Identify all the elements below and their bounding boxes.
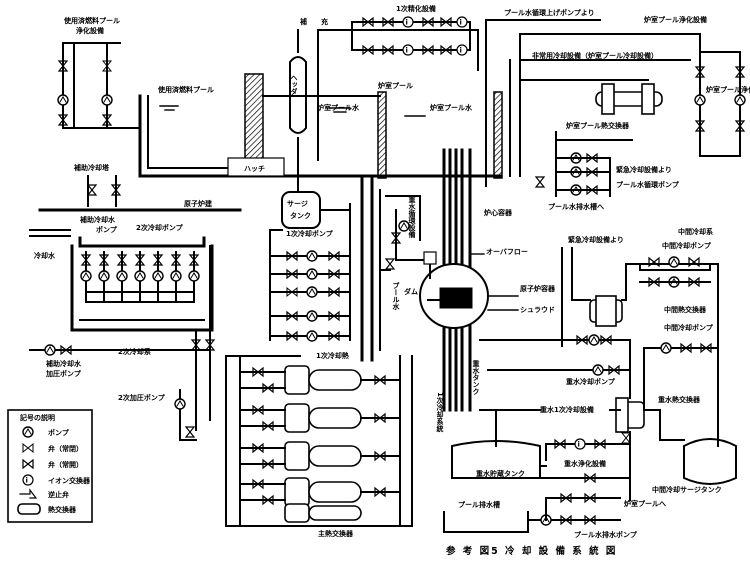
- pool-water-label-right: 炉室プール水: [430, 103, 473, 112]
- pool-water-pump-label: プール水循環上げポンプより: [504, 8, 595, 17]
- spent-fuel-purification-group: 使用済燃料プール 浄化設備: [57, 16, 141, 129]
- pump-label-a: ポンプ: [96, 225, 118, 234]
- secondary-pump-label: 2次冷却ポンプ: [136, 223, 184, 232]
- primary-purification-group: 1次精化設備 プール水循環上げポンプより: [317, 4, 601, 187]
- primary-hx-label: 1次冷却熱: [316, 351, 349, 360]
- hatch-box: [227, 157, 285, 177]
- header-label: ヘッダ: [290, 74, 298, 96]
- legend-item-hx: 熱交換器: [48, 505, 77, 514]
- cooling-water-label: 冷却水: [34, 251, 56, 260]
- heavy-water-hx-label: 重水熱交換器: [658, 395, 701, 404]
- legend: 記号の説明 ポンプ 弁（常閉） 弁（常開） イオン交換器 逆止弁 熱交換器: [7, 409, 93, 523]
- pool-drain-group: プール排水槽 炉室プールへ プール水排水ポンプ: [443, 493, 666, 539]
- main-hx-label: 主熱交換器: [318, 529, 354, 538]
- heavy-water-cooling-label: 重水1次冷却設備: [540, 405, 594, 414]
- spent-fuel-pool-purif-label-2: 浄化設備: [76, 26, 104, 35]
- aux-cooling-pump-label: 補助冷却水: [45, 359, 82, 368]
- core-tank-label: 炉心容器: [484, 208, 513, 217]
- reactor-vessel-label: 原子炉容器: [520, 284, 556, 293]
- header-surge-group: ヘッダ 補 充 サージ タンク: [281, 17, 328, 229]
- reactor-pool-hx-group: 炉室プール熱交換器 緊急冷却設備より プール水循環ポンプ プール水排水槽へ: [519, 79, 680, 211]
- cooling-tower-group: 補助冷却塔 原子炉建 補助冷却水 ポンプ 2次冷却ポンプ 冷却水: [29, 163, 242, 332]
- figure-caption: 参 考 図5 冷 却 設 備 系 統 図: [445, 545, 617, 557]
- cooling-tower-label: 補助冷却塔: [73, 163, 110, 172]
- makeup-label: 補 充: [299, 17, 328, 26]
- intermediate-surge-label-top: 中間冷却ポンプ: [664, 323, 714, 332]
- secondary-pump-bank: [80, 251, 200, 303]
- legend-item-ion-exchanger: イオン交換器: [48, 476, 91, 485]
- emergency-cooling-label-2: 緊急冷却設備より: [568, 235, 624, 244]
- emergency-from-label: 緊急冷却設備より: [616, 165, 672, 174]
- drain-label: プール水排水槽へ: [548, 202, 604, 211]
- to-reactor-pool-label: 炉室プールへ: [624, 499, 666, 508]
- overflow-label: オーバフロー: [486, 248, 528, 256]
- intermediate-cooling-group: 中間冷却系 中間冷却ポンプ 中間熱交換器 中間冷却ポンプ 中間冷却サージタンク: [621, 227, 737, 494]
- legend-title: 記号の説明: [20, 413, 55, 422]
- pool-circ-pump-label: プール水循環ポンプ: [616, 180, 680, 189]
- legend-item-valve-closed: 弁（常閉）: [48, 444, 83, 453]
- primary-pump-label: 1次冷却ポンプ: [286, 229, 334, 238]
- heavy-water-system-v: 重水循環設備: [408, 195, 417, 239]
- primary-pump-bank: 1次冷却ポンプ: [269, 203, 351, 342]
- primary-system-vertical-label: 1次冷却系統: [436, 392, 444, 433]
- shroud-label: シュラウド: [520, 305, 555, 314]
- legend-item-pump: ポンプ: [48, 428, 70, 437]
- spent-fuel-pool-purif-label: 使用済燃料プール: [63, 16, 120, 25]
- header-vessel: [289, 56, 307, 134]
- secondary-booster-label: 2次加圧ポンプ: [118, 393, 166, 402]
- intermediate-hx-label: 中間熱交換器: [664, 305, 707, 314]
- pool-drain-tank-label: プール排水槽: [458, 500, 500, 509]
- reactor-pool-purif-group: 炉室プール浄化設備 非常用冷却設備（炉室プール冷却設備） 炉室プール浄化設備: [509, 15, 750, 177]
- makeup-water-label: 原子炉建: [184, 199, 213, 208]
- aux-pump-label: 補助冷却水: [79, 215, 116, 224]
- heavy-water-purif-label: 重水浄化設備: [564, 459, 606, 468]
- legend-item-valve-open: 弁（常開）: [48, 460, 83, 469]
- intermediate-surge-label: 中間冷却サージタンク: [652, 485, 722, 494]
- secondary-system-label: 2次冷却系: [118, 347, 151, 356]
- reactor-core-group: 炉心容器 オーバフロー 原子炉容器 シュラウド 重水循環設備 プール水 ダム 重…: [360, 148, 556, 412]
- heavy-water-pump-label: 重水冷却ポンプ: [566, 377, 616, 386]
- dump-label: ダム: [404, 287, 418, 296]
- pool-water-v: プール水: [392, 281, 401, 311]
- pool-drain-pump-label: プール水排水ポンプ: [574, 530, 638, 539]
- spent-fuel-pool-structure: 使用済燃料プール ハッチ 炉室プール 炉室プール水 炉室プール水: [138, 73, 503, 179]
- intermediate-pump-label: 中間冷却ポンプ: [662, 241, 712, 250]
- surge-tank-label-2: タンク: [290, 211, 311, 220]
- heavy-water-systems: 緊急冷却設備より 重水冷却ポンプ 重水1次冷却設備 重水熱交換器 重水浄化設備: [479, 235, 701, 501]
- reactor-pool-purif-label: 炉室プール浄化設備: [644, 15, 707, 24]
- emergency-cooling-label: 非常用冷却設備（炉室プール冷却設備）: [532, 51, 658, 60]
- heavy-water-storage-tank: [451, 440, 541, 479]
- hatch-label: ハッチ: [244, 165, 265, 173]
- aux-cooling-pump-label-2: 加圧ポンプ: [45, 369, 82, 378]
- primary-hx-bank: 1次冷却熱 主熱交換器 1次冷却系統: [225, 351, 444, 538]
- spent-fuel-pool-label: 使用済燃料プール: [157, 85, 214, 94]
- intermediate-cooling-label: 中間冷却系: [678, 227, 713, 236]
- pool-water-label-left: 炉室プール水: [317, 103, 360, 112]
- primary-purif-label: 1次精化設備: [396, 4, 436, 13]
- secondary-piping: 補助冷却水 加圧ポンプ 2次冷却系 2次加圧ポンプ: [29, 245, 215, 441]
- heavy-water-tank-label: 重水貯蔵タンク: [476, 469, 525, 478]
- reactor-pool-label: 炉室プール: [378, 81, 413, 90]
- surge-tank: [281, 191, 321, 229]
- heavy-water-storage-group: 重水貯蔵タンク: [451, 409, 631, 483]
- intermediate-surge-tank: [683, 438, 737, 485]
- reactor-pool-hx-label: 炉室プール熱交換器: [566, 121, 630, 130]
- legend-item-check-valve: 逆止弁: [48, 490, 69, 499]
- reactor-pool-purif-label-2: 炉室プール浄化設備: [706, 85, 750, 94]
- surge-tank-label: サージ: [287, 200, 308, 208]
- heavy-water-tank-v: 重水タンク: [472, 359, 481, 395]
